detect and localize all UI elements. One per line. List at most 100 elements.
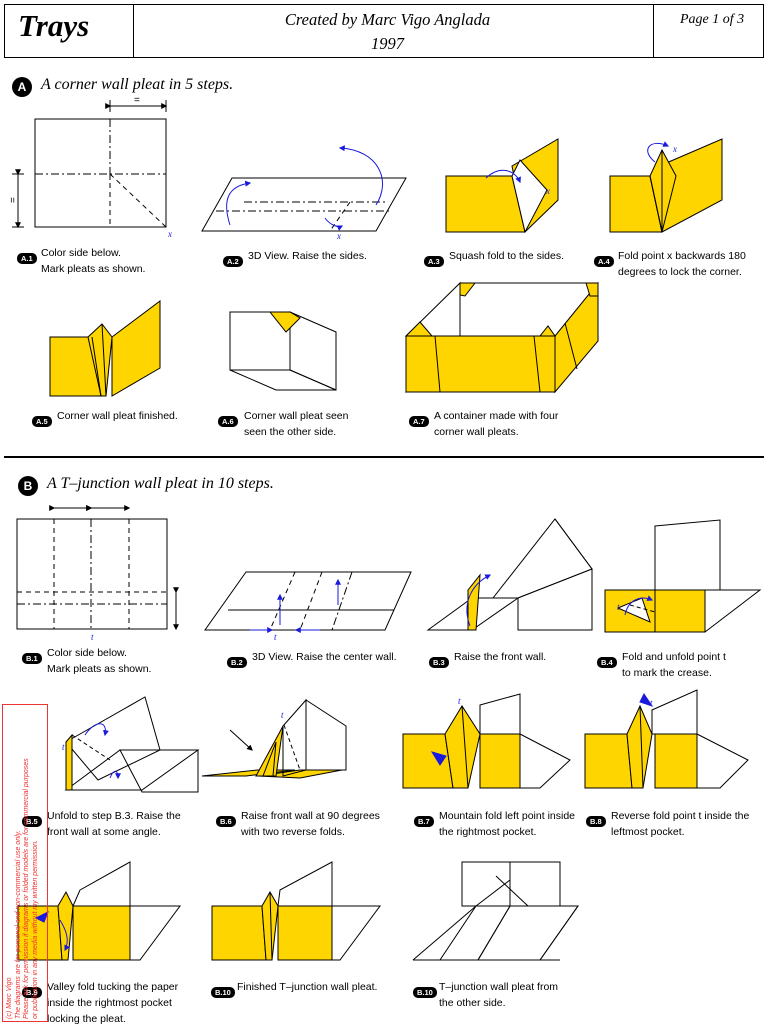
section-a-badge: A <box>12 77 32 97</box>
caption-line: A container made with four <box>434 410 559 422</box>
step-badge: A.5 <box>32 416 52 427</box>
caption-line: Valley fold tucking the paper <box>47 981 179 993</box>
step-b5: B.5 <box>22 811 42 829</box>
step-a5: A.5 <box>32 411 52 429</box>
caption-line: inside the rightmost pocket <box>47 997 172 1009</box>
step-badge: B.6 <box>216 816 236 827</box>
step-b3-caption: Raise the front wall. <box>454 649 546 665</box>
step-a7: A.7 <box>409 411 429 429</box>
diagram-a7 <box>404 281 599 394</box>
caption-line: seen the other side. <box>244 426 337 438</box>
label-x: x <box>672 144 677 154</box>
caption-line: Corner wall pleat finished. <box>57 410 178 422</box>
step-a2-caption: 3D View. Raise the sides. <box>248 248 367 264</box>
caption-line: to mark the crease. <box>622 667 712 679</box>
step-b9-caption: Valley fold tucking the paper inside the… <box>47 979 178 1027</box>
copyright-line: (c) Marc Vigo <box>6 977 13 1020</box>
caption-line: T–junction wall pleat from <box>439 981 559 993</box>
caption-line: 3D View. Raise the center wall. <box>252 651 397 663</box>
page-title: Trays <box>18 8 90 43</box>
step-badge: B.5 <box>22 816 42 827</box>
caption-line: degrees to lock the corner. <box>618 266 742 278</box>
diagram-a3 <box>445 138 559 233</box>
step-a3-caption: Squash fold to the sides. <box>449 248 564 264</box>
label-t: t <box>458 696 461 706</box>
label-x: x <box>167 229 172 239</box>
step-badge: B.4 <box>597 657 617 668</box>
caption-line: Fold and unfold point t <box>622 651 726 663</box>
diagram-a6 <box>229 311 337 391</box>
caption-line: Raise the front wall. <box>454 651 547 663</box>
header-divider <box>653 4 654 58</box>
diagram-b10-front <box>211 861 381 961</box>
diagram-b9 <box>17 861 181 961</box>
caption-line: 3D View. Raise the sides. <box>248 250 367 262</box>
step-b10: B.10 <box>211 982 235 1000</box>
diagram-a5 <box>49 300 161 397</box>
caption-line: Fold point x backwards 180 <box>618 250 746 262</box>
caption-line: Mark pleats as shown. <box>47 663 152 675</box>
caption-line: Unfold to step B.3. Raise the <box>47 810 181 822</box>
step-b7-caption: Mountain fold left point inside the righ… <box>439 808 575 840</box>
step-badge: B.8 <box>586 816 606 827</box>
header-box <box>4 4 764 58</box>
section-b-title: A T–junction wall pleat in 10 steps. <box>47 475 274 492</box>
step-badge: B.9 <box>22 987 42 998</box>
caption-line: Raise front wall at 90 degrees <box>241 810 380 822</box>
step-a1: A.1 <box>17 248 37 266</box>
copyright-text: (c) Marc Vigo The diagrams are for perso… <box>6 707 40 1019</box>
label-equal: = <box>8 197 19 203</box>
step-badge: B.1 <box>22 653 42 664</box>
caption-line: Finished T–junction wall pleat. <box>237 981 378 993</box>
copyright-box: (c) Marc Vigo The diagrams are for perso… <box>2 704 48 1022</box>
step-badge: B.3 <box>429 657 449 668</box>
caption-line: locking the pleat. <box>47 1013 126 1025</box>
step-a4: A.4 <box>594 251 614 269</box>
caption-line: Mark pleats as shown. <box>41 263 146 275</box>
diagram-b1 <box>16 505 179 631</box>
caption-line: Corner wall pleat seen <box>244 410 349 422</box>
step-b2: B.2 <box>227 652 247 670</box>
step-b4: B.4 <box>597 652 617 670</box>
caption-line: Reverse fold point t inside the <box>611 810 750 822</box>
label-t: t <box>617 602 620 612</box>
label-t: t <box>650 698 653 708</box>
diagram-b3 <box>426 518 593 631</box>
step-b10-back-caption: T–junction wall pleat from the other sid… <box>439 979 558 1011</box>
step-badge: B.2 <box>227 657 247 668</box>
copyright-line: or publication in any media without my w… <box>31 840 39 1019</box>
step-a1-caption: Color side below. Mark pleats as shown. <box>41 245 145 277</box>
caption-line: Squash fold to the sides. <box>449 250 564 262</box>
label-t: t <box>274 632 277 642</box>
header-divider <box>133 4 134 58</box>
step-badge: A.7 <box>409 416 429 427</box>
diagram-a2 <box>201 145 407 232</box>
diagram-b5 <box>64 696 200 793</box>
diagram-b7 <box>402 693 571 789</box>
step-b6: B.6 <box>216 811 236 829</box>
step-b8: B.8 <box>586 811 606 829</box>
caption-line: the rightmost pocket. <box>439 826 537 838</box>
step-b8-caption: Reverse fold point t inside the leftmost… <box>611 808 749 840</box>
author-line: Created by Marc Vigo Anglada <box>284 10 491 29</box>
step-a6-caption: Corner wall pleat seen seen the other si… <box>244 408 348 440</box>
diagram-b10-back <box>412 861 579 961</box>
section-separator <box>4 456 764 458</box>
diagram-b2 <box>204 571 412 633</box>
step-b10-back: B.10 <box>413 982 437 1000</box>
step-b1: B.1 <box>22 648 42 666</box>
step-a6: A.6 <box>218 411 238 429</box>
step-b6-caption: Raise front wall at 90 degrees with two … <box>241 808 380 840</box>
step-b2-caption: 3D View. Raise the center wall. <box>252 649 397 665</box>
step-badge: A.3 <box>424 256 444 267</box>
step-badge: A.6 <box>218 416 238 427</box>
step-badge: B.7 <box>414 816 434 827</box>
page-number: Page 1 of 3 <box>680 12 745 27</box>
label-t: t <box>281 710 284 720</box>
diagram-a4 <box>609 138 723 233</box>
step-b3: B.3 <box>429 652 449 670</box>
step-a2: A.2 <box>223 251 243 269</box>
caption-line: Color side below. <box>41 247 121 259</box>
step-b5-caption: Unfold to step B.3. Raise the front wall… <box>47 808 181 840</box>
diagram-a1 <box>12 100 168 229</box>
